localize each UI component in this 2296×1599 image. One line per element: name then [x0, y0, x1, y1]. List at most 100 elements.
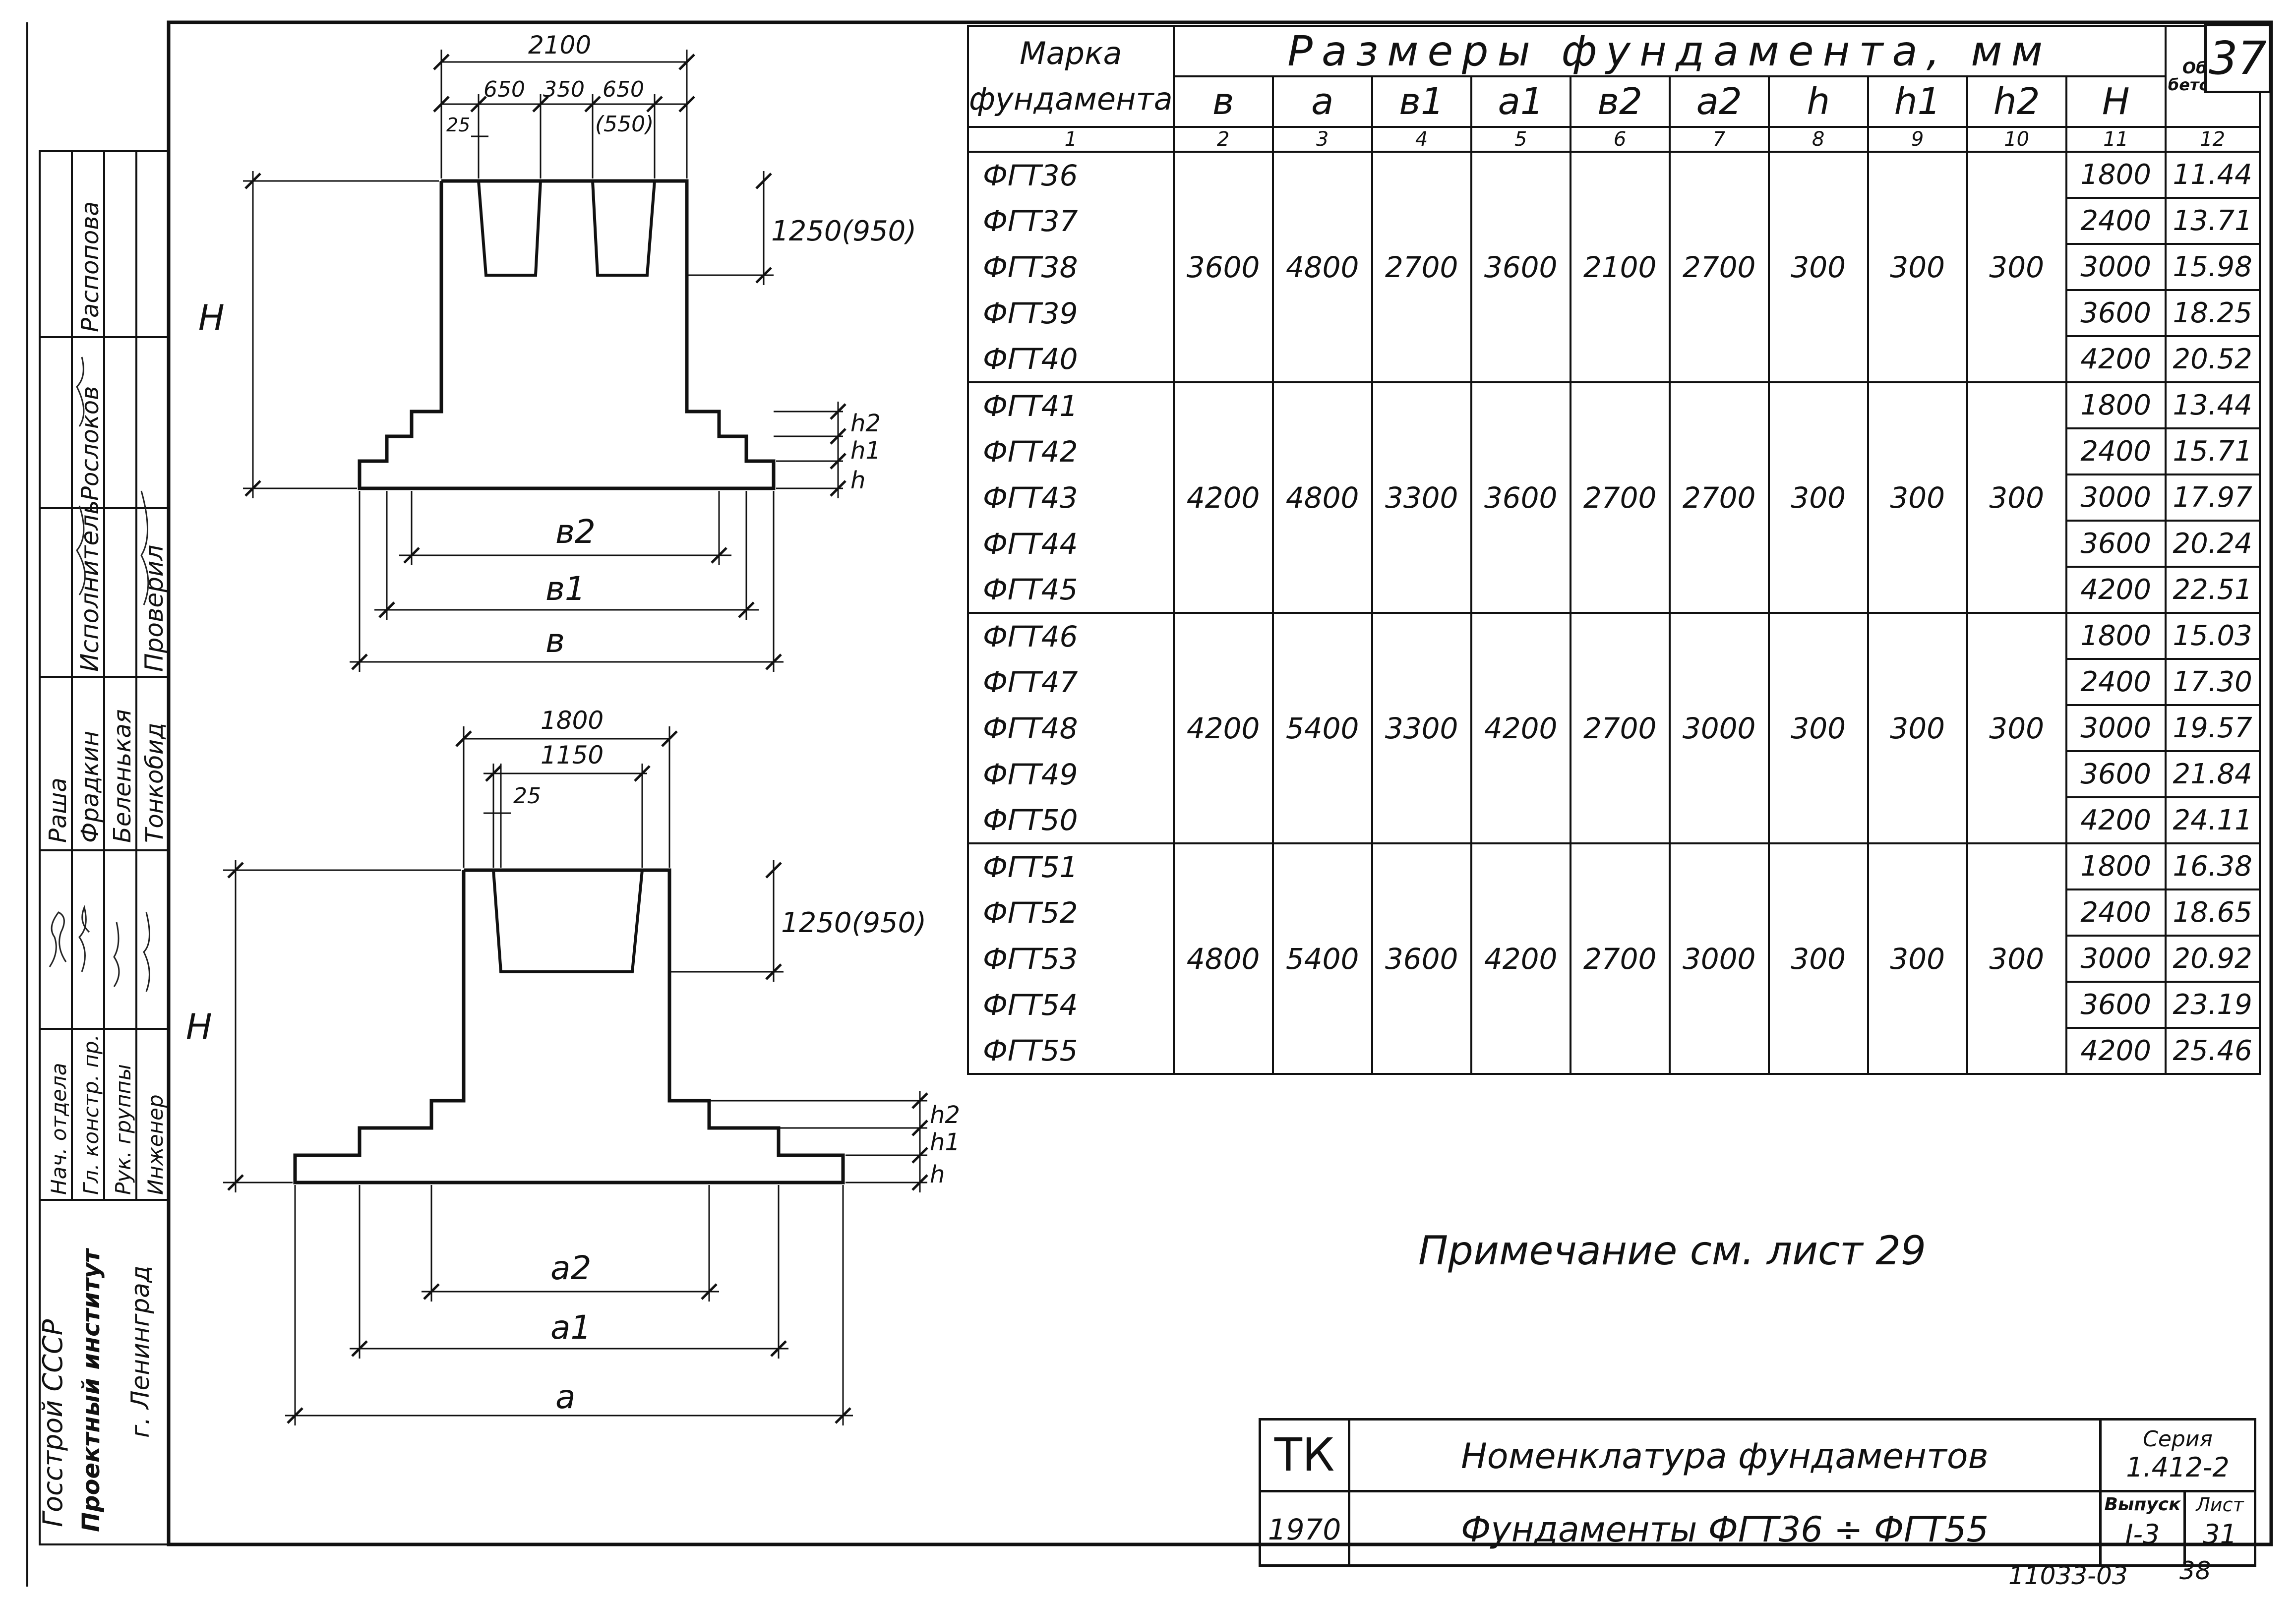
dimension-a1: 3600 [1470, 151, 1571, 383]
dimension-a: 4800 [1271, 151, 1373, 383]
tb-issue-cell: Выпуск I-3 [2099, 1492, 2186, 1567]
title-block: ТК 1970 Номенклатура фундаментов Фундаме… [1259, 1418, 2256, 1567]
dimension-a2: 2700 [1668, 151, 1770, 383]
height-H: 1800 [2065, 381, 2167, 429]
column-number: 1 [967, 126, 1175, 153]
bottom-dimension-ticks [227, 730, 928, 1424]
tb-title-line1: Номенклатура фундаментов [1461, 1436, 1989, 1477]
top-dim-total: 2100 [528, 31, 591, 59]
stamp-name-2: Беленькая [109, 709, 136, 843]
height-H: 1800 [2065, 151, 2167, 199]
top-label-b: в [545, 622, 565, 660]
dimension-h2: 300 [1966, 612, 2067, 844]
foundation-mark: ФГТ51 [967, 843, 1175, 889]
concrete-volume: 16.38 [2164, 842, 2261, 890]
top-label-h1: h1 [850, 437, 881, 465]
height-H: 3600 [2065, 520, 2167, 568]
foundation-spec-table: Марка фундамента Размеры фундамента, мм … [967, 25, 2261, 1075]
bottom-foundation-outline [293, 868, 845, 1184]
concrete-volume: 13.71 [2164, 197, 2261, 245]
symbol-header: в2 [1569, 75, 1671, 128]
top-dim-socket-height: 1250(950) [771, 215, 916, 247]
concrete-volume: 19.57 [2164, 704, 2261, 752]
tb-issue-label: Выпуск [2104, 1494, 2181, 1515]
top-label-h: h [850, 467, 865, 494]
column-number: 5 [1470, 126, 1571, 153]
tb-sheet-value: 31 [2203, 1519, 2237, 1550]
top-dim-part-1: 650 [483, 77, 525, 102]
foundation-mark: ФГТ38 [967, 244, 1175, 290]
tb-sheet-cell: Лист 31 [2186, 1492, 2254, 1567]
top-label-b2: в2 [555, 513, 596, 551]
bottom-dim-inner: 1150 [541, 741, 604, 770]
tb-title2-cell: Фундаменты ФГТ36 ÷ ФГТ55 [1350, 1492, 2099, 1567]
foundation-mark: ФГТ45 [967, 567, 1175, 614]
concrete-volume: 25.46 [2164, 1027, 2261, 1075]
foundation-mark: ФГТ44 [967, 521, 1175, 567]
top-dimension-text: 2100 650 350 650 (550) 25 1250(950) H h2… [198, 31, 916, 660]
top-label-b1: в1 [545, 570, 586, 608]
top-dimension-ticks [244, 54, 846, 670]
height-H: 2400 [2065, 427, 2167, 475]
height-H: 2400 [2065, 197, 2167, 245]
tb-sheet-label: Лист [2196, 1494, 2244, 1516]
concrete-volume: 20.24 [2164, 520, 2261, 568]
height-H: 3000 [2065, 704, 2167, 752]
column-number: 6 [1569, 126, 1671, 153]
dimension-h2: 300 [1966, 151, 2067, 383]
bottom-label-h2: h2 [930, 1101, 960, 1129]
bottom-label-a1: a1 [550, 1308, 591, 1347]
tb-title-line2: Фундаменты ФГТ36 ÷ ФГТ55 [1460, 1509, 1989, 1550]
stamp-org-line2: Проектный институт [77, 1247, 105, 1532]
note-text: Примечание см. лист 29 [1418, 1228, 1926, 1274]
mark-column-header: Марка фундамента [967, 25, 1175, 128]
dimension-a: 5400 [1271, 842, 1373, 1075]
bottom-dim-gap: 25 [513, 783, 541, 809]
symbol-header: a1 [1470, 75, 1571, 128]
top-dim-part-3: 650 [603, 77, 644, 102]
stamp-role-0: Нач. отдела [47, 1063, 71, 1195]
concrete-volume: 15.98 [2164, 243, 2261, 291]
dimension-h: 300 [1767, 381, 1869, 614]
bottom-dim-socket-height: 1250(950) [781, 907, 926, 939]
tb-series-label: Серия [2143, 1426, 2213, 1452]
tb-year-cell: 1970 [1261, 1492, 1350, 1567]
foundation-mark: ФГТ46 [967, 613, 1175, 659]
dimension-a: 4800 [1271, 381, 1373, 614]
height-H: 3600 [2065, 750, 2167, 798]
side-stamp [39, 150, 170, 1545]
height-H: 3600 [2065, 981, 2167, 1029]
concrete-volume: 20.92 [2164, 935, 2261, 983]
dimension-b: 3600 [1172, 151, 1274, 383]
foundation-mark: ФГТ55 [967, 1028, 1175, 1075]
concrete-volume: 17.30 [2164, 658, 2261, 706]
dimension-b2: 2100 [1569, 151, 1671, 383]
bottom-label-a2: a2 [550, 1249, 591, 1287]
dimension-a1: 4200 [1470, 612, 1571, 844]
stamp-org-line1: Госстрой СССР [37, 1319, 68, 1527]
height-H: 3000 [2065, 935, 2167, 983]
height-H: 4200 [2065, 335, 2167, 383]
column-number: 10 [1966, 126, 2067, 153]
dimension-b1: 3300 [1371, 612, 1472, 844]
tb-code: ТК [1274, 1428, 1335, 1481]
concrete-volume: 15.03 [2164, 612, 2261, 660]
tb-code-cell: ТК [1261, 1421, 1350, 1492]
dimension-h: 300 [1767, 151, 1869, 383]
concrete-volume: 11.44 [2164, 151, 2261, 199]
symbol-header: в1 [1371, 75, 1472, 128]
tb-title1-cell: Номенклатура фундаментов [1350, 1421, 2099, 1492]
foundation-mark: ФГТ53 [967, 936, 1175, 982]
column-number: 7 [1668, 126, 1770, 153]
corner-number: 37 [2208, 32, 2267, 85]
